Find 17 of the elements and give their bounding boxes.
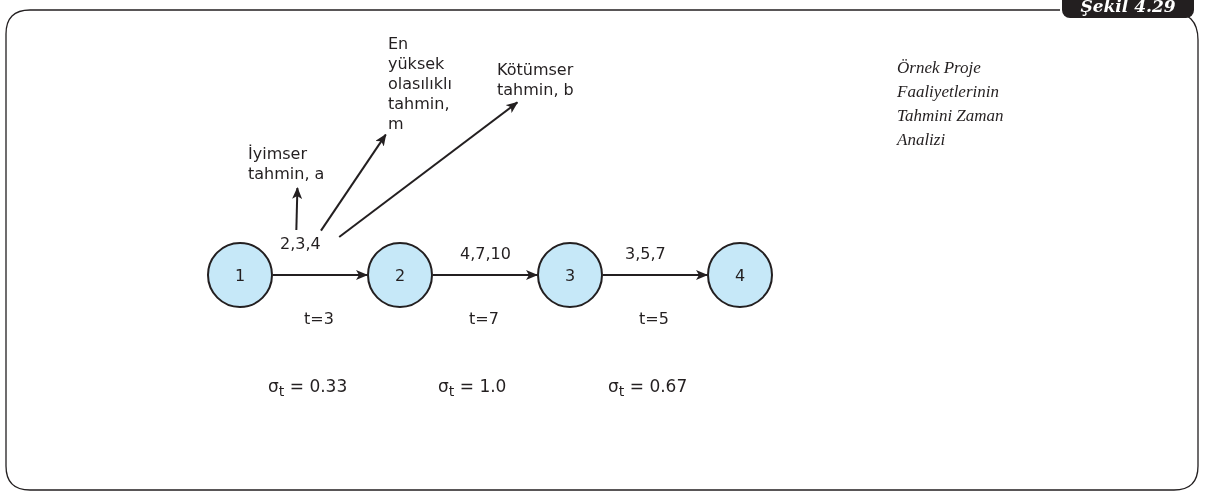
arrow [432, 270, 538, 280]
caption: Örnek Proje Faaliyetlerinin Tahmini Zaman Analizi [897, 57, 1005, 151]
node-circle: 4 [707, 242, 773, 308]
arrow [602, 270, 708, 280]
node-circle: 3 [537, 242, 603, 308]
estimate-values: 3,5,7 [625, 244, 666, 264]
estimate-label: En yüksek olasılıklı tahmin, m [388, 34, 452, 134]
leader-arrow [320, 133, 387, 232]
node-circle: 2 [367, 242, 433, 308]
estimate-label: Kötümser tahmin, b [497, 60, 597, 100]
node-circle: 1 [207, 242, 273, 308]
estimate-values: 4,7,10 [460, 244, 511, 264]
estimate-values: 2,3,4 [280, 234, 336, 254]
leader-arrow [292, 187, 303, 231]
estimate-label: İyimser tahmin, a [248, 144, 348, 184]
leader-arrow [338, 101, 519, 239]
arrow [272, 270, 368, 280]
